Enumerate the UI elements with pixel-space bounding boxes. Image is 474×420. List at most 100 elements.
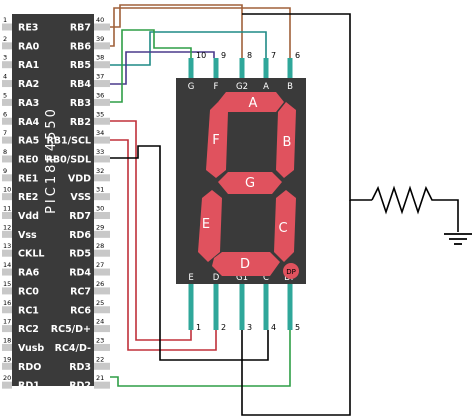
wire-common-bottom xyxy=(241,200,351,416)
chip-pin xyxy=(2,249,12,257)
display-pin-number: 1 xyxy=(196,323,201,332)
wire-rb7-g2 xyxy=(110,4,243,58)
pin-label: RD1 xyxy=(18,381,40,392)
segment-dp xyxy=(283,263,299,279)
pin-number: 11 xyxy=(3,205,11,213)
chip-pin xyxy=(94,287,110,295)
chip-pin xyxy=(94,42,110,50)
pin-number: 31 xyxy=(96,186,104,194)
pin-number: 34 xyxy=(96,129,104,137)
pin-label: RC1 xyxy=(18,305,39,316)
display-pin xyxy=(287,58,293,80)
segment-f xyxy=(206,102,228,178)
chip-pin xyxy=(2,117,12,125)
wire-rb0-c xyxy=(110,145,269,361)
pin-label: CKLL xyxy=(18,249,44,260)
segment-label-a: A xyxy=(249,96,258,111)
pin-label: RD2 xyxy=(69,381,91,392)
pin-number: 38 xyxy=(96,54,104,62)
segment-c xyxy=(274,190,296,262)
segment-label-f: F xyxy=(212,133,219,148)
pin-number: 1 xyxy=(3,16,7,24)
display-pin xyxy=(188,58,194,80)
display-pin xyxy=(213,282,219,330)
pin-label: RB6 xyxy=(70,41,92,52)
segment-label-dp: DP xyxy=(286,268,296,276)
pin-number: 15 xyxy=(3,280,11,288)
segment-g xyxy=(218,172,282,194)
chip-pin xyxy=(2,193,12,201)
pin-label: RB3 xyxy=(70,98,91,109)
chip-pin xyxy=(94,249,110,257)
wires xyxy=(110,4,459,416)
pin-number: 29 xyxy=(96,223,104,231)
chip-pin xyxy=(94,61,110,69)
chip-pin xyxy=(94,212,110,219)
chip-pin xyxy=(2,136,12,144)
pin-label: RC4/D- xyxy=(55,343,91,354)
pin-label: RA3 xyxy=(18,98,39,109)
display-pin-label: G2 xyxy=(236,82,248,92)
pin-number: 6 xyxy=(3,110,7,118)
pin-number: 5 xyxy=(3,91,7,99)
pin-label: RE0 xyxy=(18,154,39,165)
display-pin-number: 5 xyxy=(295,323,300,332)
pin-label: RA2 xyxy=(18,79,39,90)
pin-number: 36 xyxy=(96,91,104,99)
pin-number: 37 xyxy=(96,73,104,81)
chip-pin xyxy=(2,155,12,163)
pin-label: RE1 xyxy=(18,173,38,184)
pin-label: RA1 xyxy=(18,60,39,71)
pin-label: Vusb xyxy=(18,343,44,354)
segment-a xyxy=(218,92,284,112)
segment-e xyxy=(198,190,222,262)
pin-number: 27 xyxy=(96,261,104,269)
chip-pin xyxy=(2,306,12,314)
chip-pin xyxy=(2,174,12,182)
segment-label-e: E xyxy=(202,217,210,232)
pin-number: 12 xyxy=(3,223,11,231)
chip-pin xyxy=(94,23,110,31)
chip-pin xyxy=(2,362,12,370)
pin-label: RB2 xyxy=(70,117,91,128)
wire-rb2-e xyxy=(110,120,192,341)
display-pin-number: 4 xyxy=(271,323,276,332)
pin-label: Vdd xyxy=(18,211,39,222)
chip-pin xyxy=(2,268,12,276)
pin-label: RB1/SCL xyxy=(46,136,91,147)
chip-pin xyxy=(2,287,12,295)
chip-pin xyxy=(2,212,12,219)
display-pin-number: 8 xyxy=(247,51,252,60)
display-pin xyxy=(239,58,245,80)
pin-number: 21 xyxy=(96,374,104,382)
pin-label: RE3 xyxy=(18,23,38,34)
pin-label: RD4 xyxy=(69,268,91,279)
wire-common-top xyxy=(242,13,372,201)
display-pin xyxy=(263,282,269,330)
chip-pin xyxy=(2,80,12,88)
display-pin xyxy=(213,58,219,80)
pin-number: 24 xyxy=(96,318,104,326)
wire-rb3-g xyxy=(110,29,192,103)
display-pin-number: 6 xyxy=(295,51,300,60)
chip-pin xyxy=(94,381,110,389)
display-pin xyxy=(287,282,293,330)
pin-number: 28 xyxy=(96,242,104,250)
segment-label-d: D xyxy=(240,257,250,272)
chip-name: PIC18F4550 xyxy=(44,106,59,214)
display-pin-label: D xyxy=(213,273,220,283)
wire-rb6-b xyxy=(110,7,291,58)
chip-pin xyxy=(94,306,110,314)
pin-label: RA4 xyxy=(18,117,40,128)
pin-label: RDO xyxy=(18,362,41,373)
pin-label: RD7 xyxy=(69,211,91,222)
pin-label: RB5 xyxy=(70,60,91,71)
chip-pin xyxy=(94,325,110,333)
chip-pin xyxy=(94,362,110,370)
pin-number: 4 xyxy=(3,73,7,81)
chip-pin xyxy=(2,381,12,389)
display-pin-label: A xyxy=(263,82,269,92)
pin-label: RB4 xyxy=(70,79,92,90)
pin-number: 32 xyxy=(96,167,104,175)
